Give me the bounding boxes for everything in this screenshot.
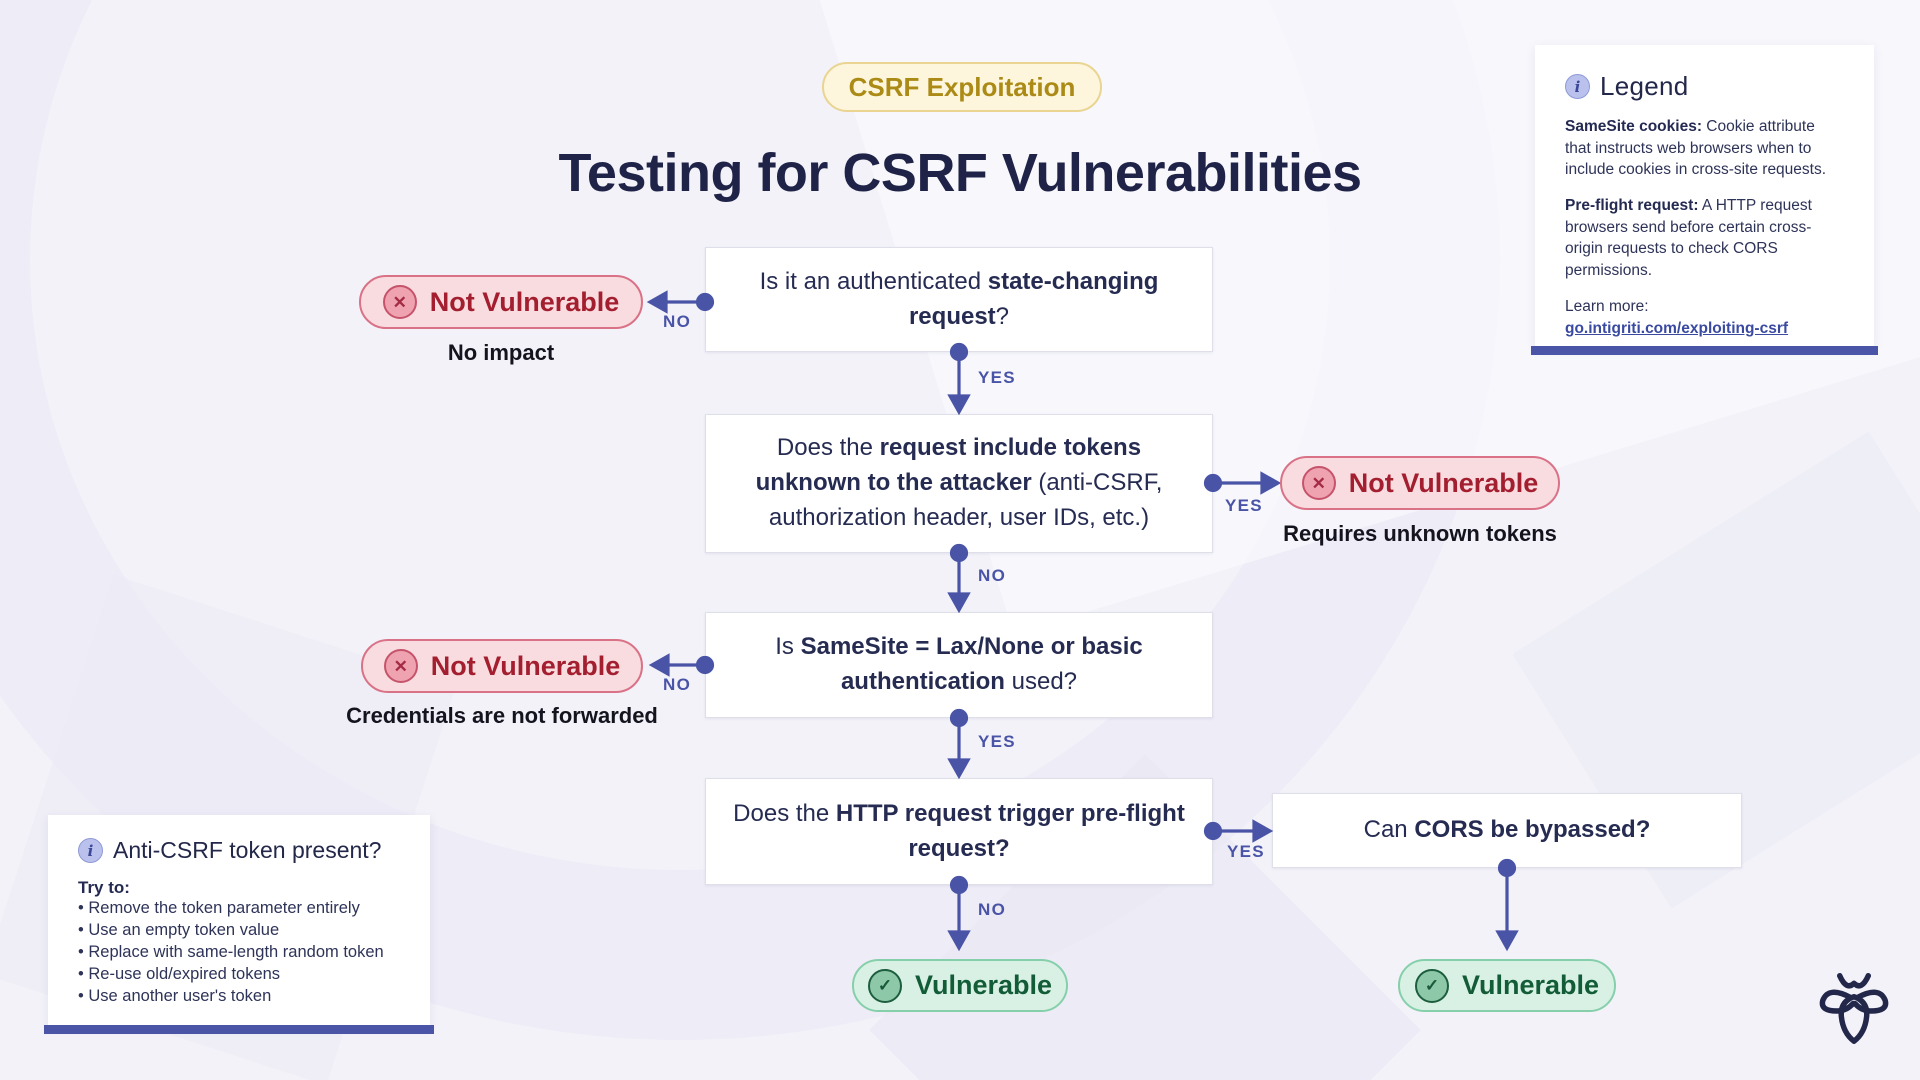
legend-card-accent-bar [1531, 346, 1878, 355]
cross-circle-icon: ✕ [383, 649, 418, 683]
legend-header: i Legend [1565, 71, 1844, 102]
not-vulnerable-label: Not Vulnerable [429, 286, 620, 317]
decision-box-samesite-basic-auth: Is SameSite = Lax/None or basic authenti… [705, 612, 1213, 718]
topic-badge-label: CSRF Exploitation [848, 71, 1076, 102]
not-vulnerable-badge: ✕ Not Vulnerable [1280, 456, 1560, 510]
vulnerable-badge: ✓ Vulnerable [852, 959, 1068, 1012]
decision-box-text: Does the HTTP request trigger pre-flight… [733, 799, 1185, 862]
tips-card-accent-bar [44, 1025, 434, 1034]
outcome-caption: No impact [447, 340, 555, 365]
cross-circle-icon: ✕ [382, 285, 417, 319]
tip-item: • Re-use old/expired tokens [78, 964, 281, 983]
tip-item: • Use an empty token value [78, 920, 280, 939]
anti-csrf-tips-card: i Anti-CSRF token present? Try to: • Rem… [48, 815, 430, 1026]
intigriti-bee-logo [1819, 972, 1889, 1044]
learn-more-link[interactable]: go.intigriti.com/exploiting-csrf [1565, 319, 1789, 337]
legend-card: i Legend SameSite cookies: Cookie attrib… [1535, 45, 1874, 347]
vulnerable-label: Vulnerable [1461, 970, 1600, 1000]
decision-box-text: Can CORS be bypassed? [1363, 816, 1651, 844]
connector-label-yes: YES [978, 732, 1016, 751]
check-circle-icon: ✓ [867, 968, 902, 1003]
cross-circle-icon: ✕ [1301, 466, 1336, 500]
connector-label-no: NO [663, 675, 692, 694]
outcome-caption: Requires unknown tokens [1283, 521, 1557, 546]
info-icon: i [78, 838, 103, 863]
connector-label-yes: YES [978, 368, 1016, 387]
tip-item: • Use another user's token [78, 986, 272, 1005]
check-circle-icon: ✓ [1414, 968, 1449, 1003]
page-title: Testing for CSRF Vulnerabilities [558, 143, 1362, 203]
legend-title: Legend [1600, 71, 1689, 101]
info-icon: i [1565, 74, 1590, 99]
not-vulnerable-label: Not Vulnerable [1348, 467, 1539, 498]
topic-badge: CSRF Exploitation [822, 62, 1102, 112]
connector-label-yes: YES [1227, 842, 1265, 861]
decision-box-unknown-tokens: Does the request include tokens unknown … [705, 414, 1213, 553]
legend-learn-more: Learn more: go.intigriti.com/exploiting-… [1565, 297, 1789, 337]
decision-box-preflight-request: Does the HTTP request trigger pre-flight… [705, 778, 1213, 885]
decision-box-text: Is SameSite = Lax/None or basic authenti… [775, 633, 1143, 695]
decision-box-authenticated-request: Is it an authenticated state-changing re… [705, 247, 1213, 352]
tip-item: • Replace with same-length random token [78, 942, 384, 961]
tips-title: Anti-CSRF token present? [113, 837, 382, 863]
not-vulnerable-badge: ✕ Not Vulnerable [361, 639, 643, 693]
connector-label-no: NO [978, 900, 1007, 919]
connector-label-yes: YES [1225, 496, 1263, 515]
not-vulnerable-badge: ✕ Not Vulnerable [359, 275, 643, 329]
decision-box-text: Is it an authenticated state-changing re… [759, 267, 1159, 330]
decision-box-cors-bypass: Can CORS be bypassed? [1272, 793, 1742, 868]
tip-item: • Remove the token parameter entirely [78, 899, 360, 917]
connector-label-no: NO [978, 566, 1007, 585]
legend-item-samesite: SameSite cookies: Cookie attribute that … [1565, 118, 1827, 179]
not-vulnerable-label: Not Vulnerable [430, 650, 621, 681]
tips-header: i Anti-CSRF token present? [78, 837, 400, 864]
decision-box-text: Does the request include tokens unknown … [755, 434, 1163, 531]
outcome-caption: Credentials are not forwarded [346, 703, 658, 728]
vulnerable-label: Vulnerable [914, 970, 1053, 1000]
vulnerable-badge: ✓ Vulnerable [1398, 959, 1616, 1012]
legend-item-preflight: Pre-flight request: A HTTP request brows… [1565, 197, 1812, 280]
tips-lead: Try to: [78, 878, 130, 897]
connector-label-no: NO [663, 312, 692, 331]
